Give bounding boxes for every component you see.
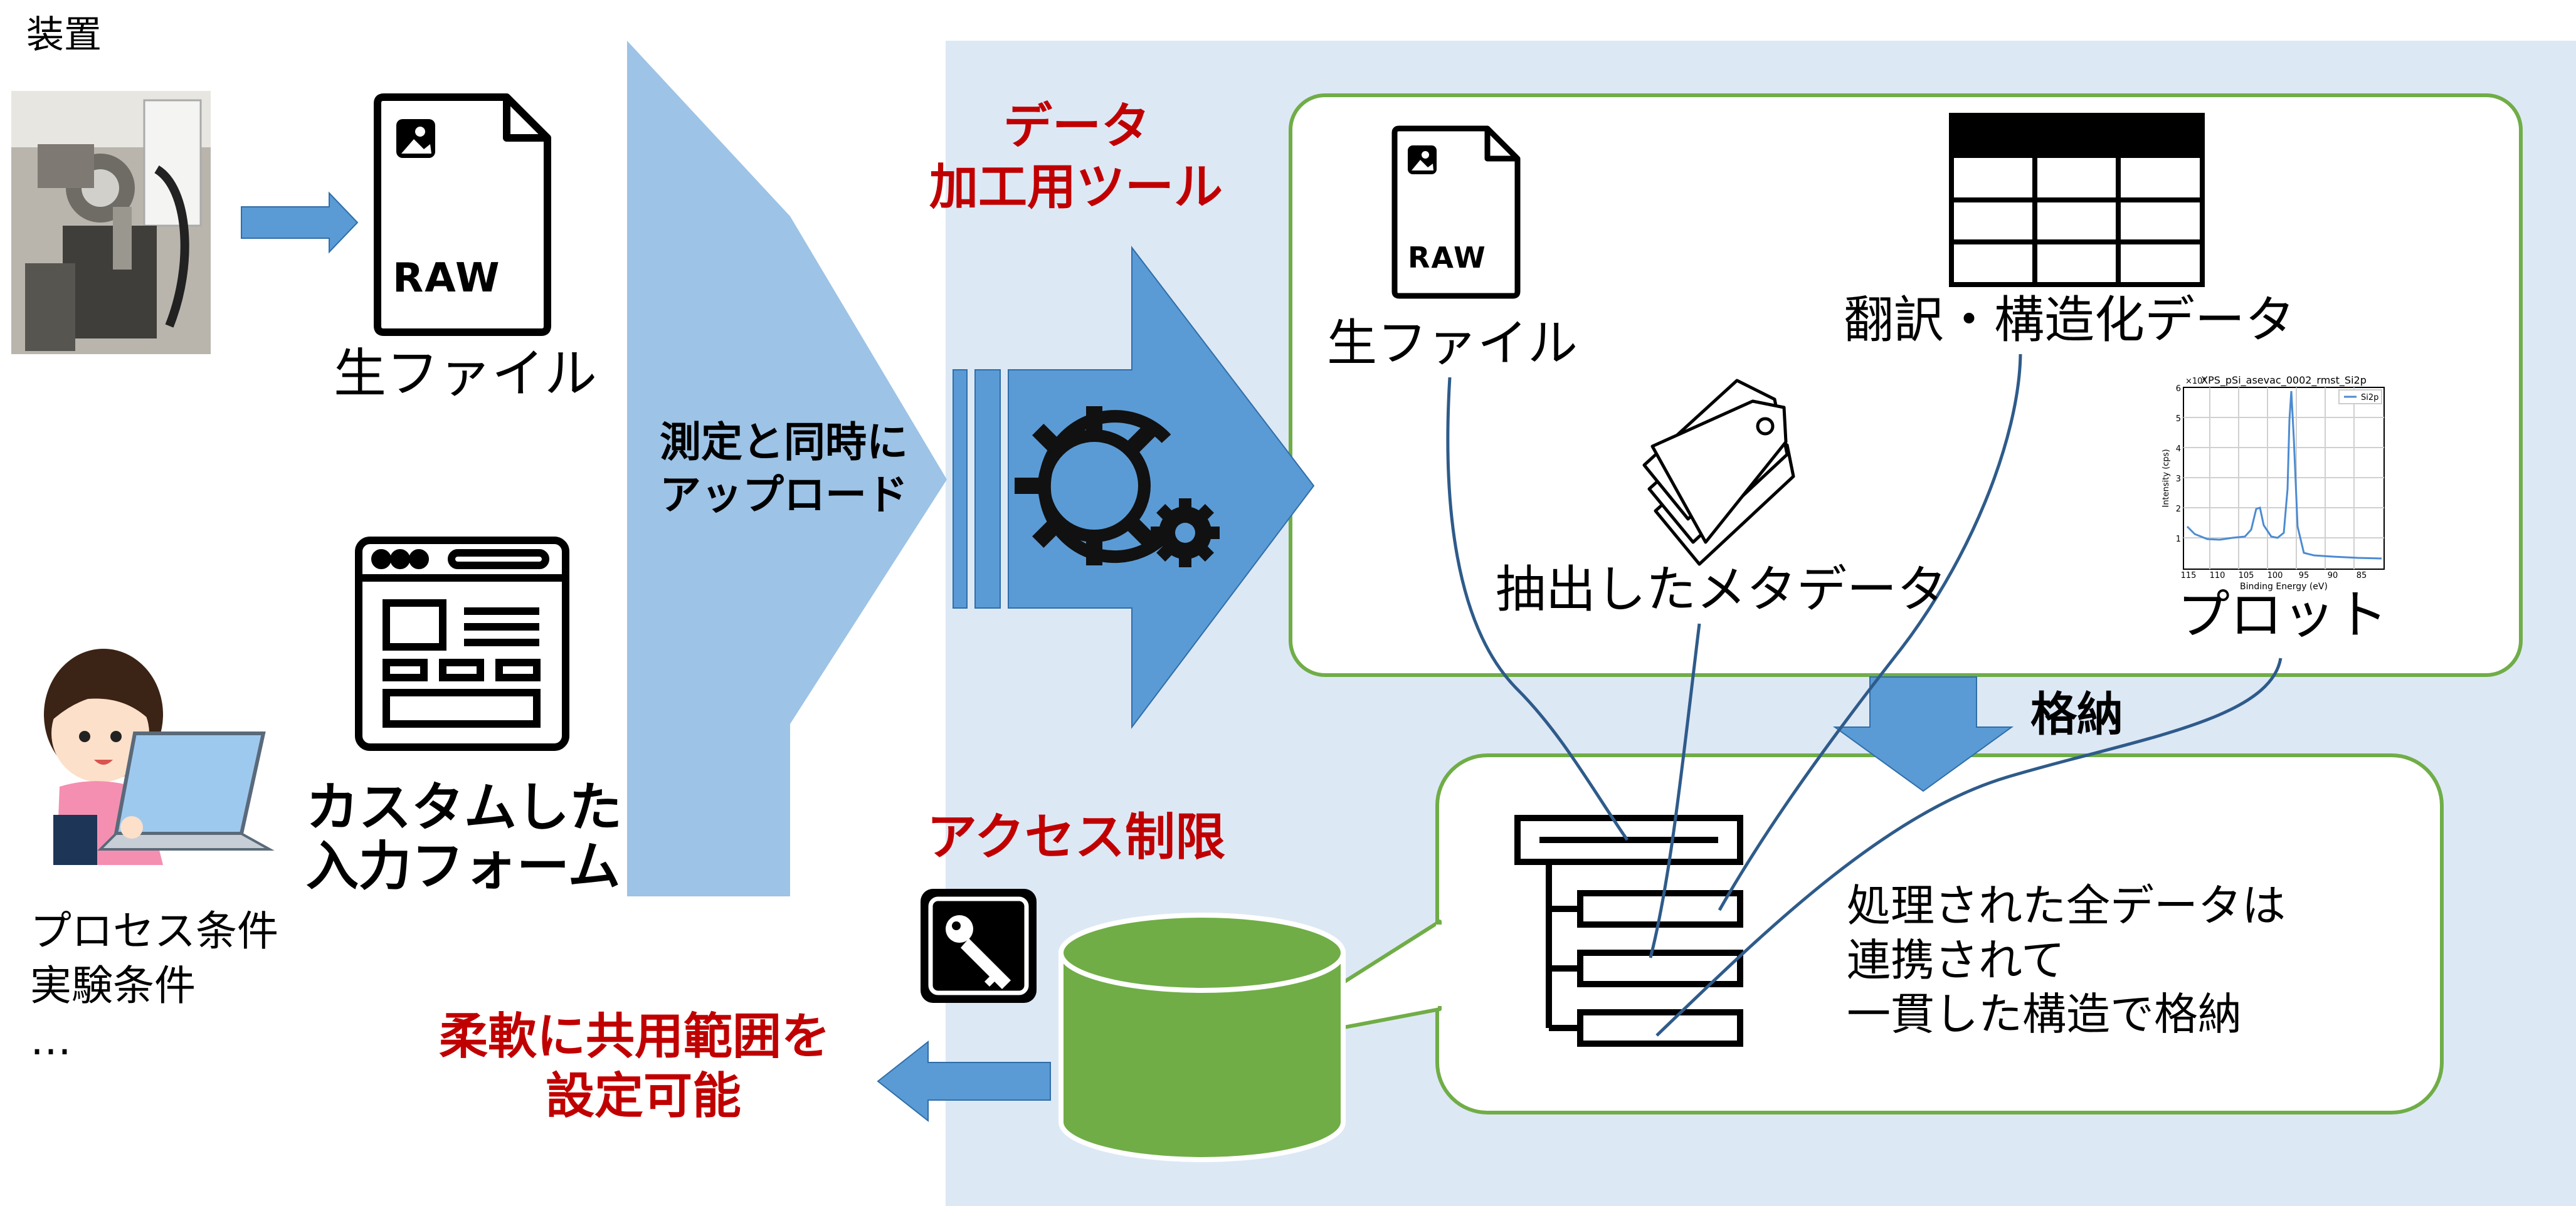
plot-xtick: 85 bbox=[2357, 571, 2367, 580]
xps-series-si2p bbox=[2186, 391, 2382, 560]
link-lines bbox=[1446, 354, 2283, 1037]
plot-xtick: 115 bbox=[2181, 571, 2197, 580]
storage-box bbox=[1435, 753, 2444, 1114]
storage-description-3: 一貫した構造で格納 bbox=[1847, 988, 2242, 1040]
tag-icon bbox=[1642, 379, 1795, 566]
plot-xtick: 100 bbox=[2267, 571, 2283, 580]
process-conditions-3: … bbox=[30, 1016, 71, 1064]
plot-ylabel: Intensity (cps) bbox=[2162, 449, 2171, 507]
storage-description-2: 連携されて bbox=[1847, 935, 2065, 986]
storage-description-1: 処理された全データは bbox=[1847, 880, 2286, 931]
gear-icon bbox=[1038, 410, 1173, 564]
upload-label-1: 測定と同時に bbox=[660, 418, 908, 466]
gear-teeth-icon bbox=[1015, 406, 1156, 565]
tool-label-1: データ bbox=[1003, 98, 1151, 155]
database-icon bbox=[1058, 913, 1346, 1162]
store-label: 格納 bbox=[2030, 688, 2123, 742]
plot-xtick: 110 bbox=[2210, 571, 2225, 580]
plot-title: XPS_pSi_asevac_0002_rmst_Si2p bbox=[2201, 374, 2367, 387]
plot-ytick: 1 bbox=[2176, 535, 2181, 544]
plot-ytick: 2 bbox=[2176, 505, 2181, 514]
access-label: アクセス制限 bbox=[927, 808, 1225, 866]
raw-badge-output: RAW bbox=[1408, 241, 1487, 275]
xps-plot bbox=[2183, 387, 2385, 570]
file-raw-icon bbox=[374, 93, 551, 336]
plot-ytick: 6 bbox=[2176, 384, 2181, 394]
person-laptop-icon bbox=[44, 649, 275, 865]
structured-data-label: 翻訳・構造化データ bbox=[1844, 291, 2295, 349]
key-icon bbox=[921, 889, 1037, 1003]
small-gear-icon bbox=[1151, 498, 1220, 567]
custom-form-label-2: 入力フォーム bbox=[306, 836, 621, 897]
device-label: 装置 bbox=[26, 13, 102, 57]
file-raw-icon-output bbox=[1391, 125, 1521, 299]
upload-chevron-front bbox=[627, 41, 947, 896]
share-label-1: 柔軟に共用範囲を bbox=[439, 1009, 831, 1065]
plot-ytick: 3 bbox=[2176, 475, 2181, 484]
raw-badge: RAW bbox=[393, 255, 501, 302]
store-arrow bbox=[1832, 676, 2014, 792]
device-to-file-arrow bbox=[241, 191, 359, 254]
process-conditions-1: プロセス条件 bbox=[30, 907, 278, 955]
plot-ytick: 4 bbox=[2176, 444, 2181, 454]
share-label-2: 設定可能 bbox=[546, 1068, 742, 1125]
browser-form-icon bbox=[355, 537, 569, 751]
metadata-label: 抽出したメタデータ bbox=[1496, 560, 1947, 619]
share-arrow bbox=[877, 1040, 1051, 1123]
photo-icon bbox=[11, 91, 211, 354]
plot-xtick: 90 bbox=[2328, 571, 2338, 580]
plot-label: プロット bbox=[2177, 584, 2389, 646]
plot-ytick: 5 bbox=[2176, 414, 2181, 424]
process-conditions-2: 実験条件 bbox=[30, 962, 196, 1010]
plot-xtick: 95 bbox=[2299, 571, 2309, 580]
plot-legend: Si2p bbox=[2361, 393, 2378, 402]
plot-xtick: 105 bbox=[2239, 571, 2254, 580]
tool-arrow-stripe-2 bbox=[974, 369, 1001, 609]
tool-arrow-stripe-1 bbox=[953, 369, 968, 609]
table-icon bbox=[1949, 113, 2205, 287]
plot-exponent: ×10⁴ bbox=[2185, 377, 2206, 386]
upload-chevron-second bbox=[790, 216, 947, 724]
custom-form-label-1: カスタムした bbox=[306, 777, 623, 838]
upload-label-2: アップロード bbox=[660, 471, 908, 519]
tool-arrow bbox=[1008, 246, 1315, 729]
output-raw-file-label: 生ファイル bbox=[1327, 314, 1578, 372]
tool-label-2: 加工用ツール bbox=[929, 159, 1223, 216]
raw-file-label: 生ファイル bbox=[334, 343, 598, 404]
plot-xlabel: Binding Energy (eV) bbox=[2240, 582, 2328, 592]
